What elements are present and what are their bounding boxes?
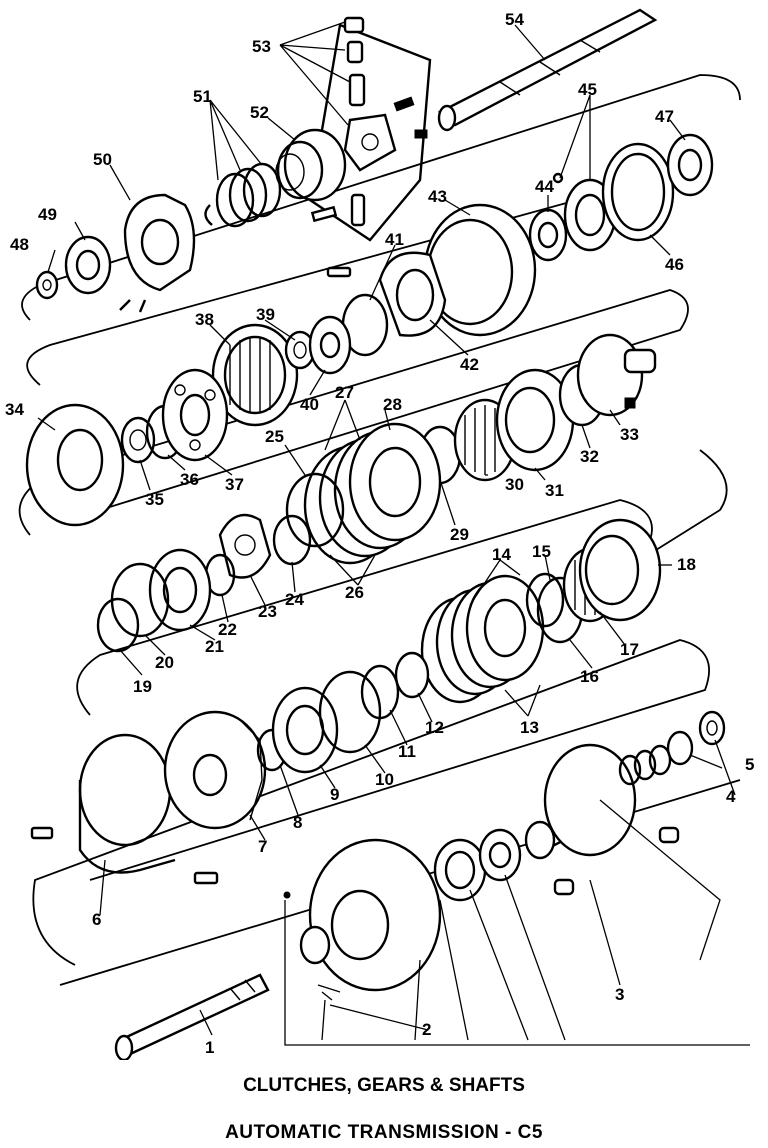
callout-18: 18 <box>677 555 696 574</box>
callout-39: 39 <box>256 305 275 324</box>
callout-4: 4 <box>726 787 736 806</box>
part-9-piston <box>271 686 339 774</box>
part-44-bearing <box>528 208 568 262</box>
callout-49: 49 <box>38 205 57 224</box>
part-46-ring <box>601 142 675 242</box>
callout-14: 14 <box>492 545 511 564</box>
part-23-spring <box>218 513 272 579</box>
part-5-washer <box>698 710 726 746</box>
part-4-seal-rings <box>618 730 694 786</box>
callout-25: 25 <box>265 427 284 446</box>
callout-labels: 1 2 3 4 5 6 7 8 9 10 11 12 13 14 15 16 1… <box>5 10 754 1057</box>
callout-47: 47 <box>655 107 674 126</box>
part-34-drum <box>25 403 125 527</box>
part-11-seal <box>360 664 400 720</box>
part-53-valve-assembly <box>308 16 432 242</box>
callout-21: 21 <box>205 637 224 656</box>
callout-32: 32 <box>580 447 599 466</box>
callout-44: 44 <box>535 177 554 196</box>
callout-35: 35 <box>145 490 164 509</box>
part-39-washer <box>284 330 316 370</box>
part-24-snap-ring <box>272 514 312 566</box>
callout-17: 17 <box>620 640 639 659</box>
callout-52: 52 <box>250 103 269 122</box>
part-49-gear <box>64 235 112 295</box>
part-48-washer <box>35 270 59 300</box>
part-7-drum <box>163 710 267 830</box>
part-31-drum <box>495 368 575 472</box>
callout-33: 33 <box>620 425 639 444</box>
callout-48: 48 <box>10 235 29 254</box>
callout-22: 22 <box>218 620 237 639</box>
callout-37: 37 <box>225 475 244 494</box>
exploded-parts-diagram: 1 2 3 4 5 6 7 8 9 10 11 12 13 14 15 16 1… <box>5 8 754 1060</box>
callout-16: 16 <box>580 667 599 686</box>
part-50-support <box>119 193 196 313</box>
callout-7: 7 <box>258 837 267 856</box>
callout-12: 12 <box>425 718 444 737</box>
callout-36: 36 <box>180 470 199 489</box>
callout-6: 6 <box>92 910 101 929</box>
callout-9: 9 <box>330 785 339 804</box>
part-1-shaft <box>114 973 270 1060</box>
part-37-carrier <box>161 368 229 462</box>
part-33-shaft-assembly <box>576 333 657 417</box>
part-25-ring <box>285 472 345 548</box>
callout-51: 51 <box>193 87 212 106</box>
part-12-ring <box>394 651 430 699</box>
callout-46: 46 <box>665 255 684 274</box>
diagram-subtitle: AUTOMATIC TRANSMISSION - C5 <box>225 1122 543 1143</box>
callout-45: 45 <box>578 80 597 99</box>
callout-27: 27 <box>335 383 354 402</box>
callout-13: 13 <box>520 718 539 737</box>
callout-10: 10 <box>375 770 394 789</box>
callout-5: 5 <box>745 755 754 774</box>
callout-38: 38 <box>195 310 214 329</box>
part-42-hub <box>378 251 447 337</box>
callout-19: 19 <box>133 677 152 696</box>
callout-42: 42 <box>460 355 479 374</box>
part-47-thrust-washer <box>666 133 714 197</box>
part-18-drum <box>578 518 662 622</box>
callout-50: 50 <box>93 150 112 169</box>
callout-53: 53 <box>252 37 271 56</box>
callout-23: 23 <box>258 602 277 621</box>
callout-3: 3 <box>615 985 624 1004</box>
part-54-shaft <box>437 8 658 132</box>
callout-41: 41 <box>385 230 404 249</box>
part-52-housing <box>275 128 347 202</box>
callout-2: 2 <box>422 1020 431 1039</box>
part-10-seal <box>318 670 382 754</box>
part-40-gear <box>308 315 352 375</box>
part-51-seal-rings <box>204 162 282 228</box>
callout-29: 29 <box>450 525 469 544</box>
callout-20: 20 <box>155 653 174 672</box>
callout-11: 11 <box>398 742 416 761</box>
callout-15: 15 <box>532 542 551 561</box>
callout-30: 30 <box>505 475 524 494</box>
callout-8: 8 <box>293 813 302 832</box>
part-15-ring <box>525 572 565 628</box>
part-21-piston <box>148 548 212 632</box>
callout-24: 24 <box>285 590 304 609</box>
callout-1: 1 <box>205 1038 214 1057</box>
part-35-washer <box>120 416 156 464</box>
part-38-gear-set <box>211 323 299 427</box>
leader-lines <box>37 21 750 1046</box>
part-19-seal <box>96 597 140 653</box>
callout-28: 28 <box>383 395 402 414</box>
callout-34: 34 <box>5 400 24 419</box>
callout-54: 54 <box>505 10 524 29</box>
part-3-pump-gears <box>433 743 680 902</box>
part-27-clutch-plates <box>303 422 442 565</box>
callout-40: 40 <box>300 395 319 414</box>
callout-31: 31 <box>545 481 564 500</box>
callout-43: 43 <box>428 187 447 206</box>
part-2-pump-body <box>283 838 442 1001</box>
callout-26: 26 <box>345 583 364 602</box>
diagram-title: CLUTCHES, GEARS & SHAFTS <box>243 1075 525 1096</box>
part-13-clutch-plates <box>420 574 545 704</box>
